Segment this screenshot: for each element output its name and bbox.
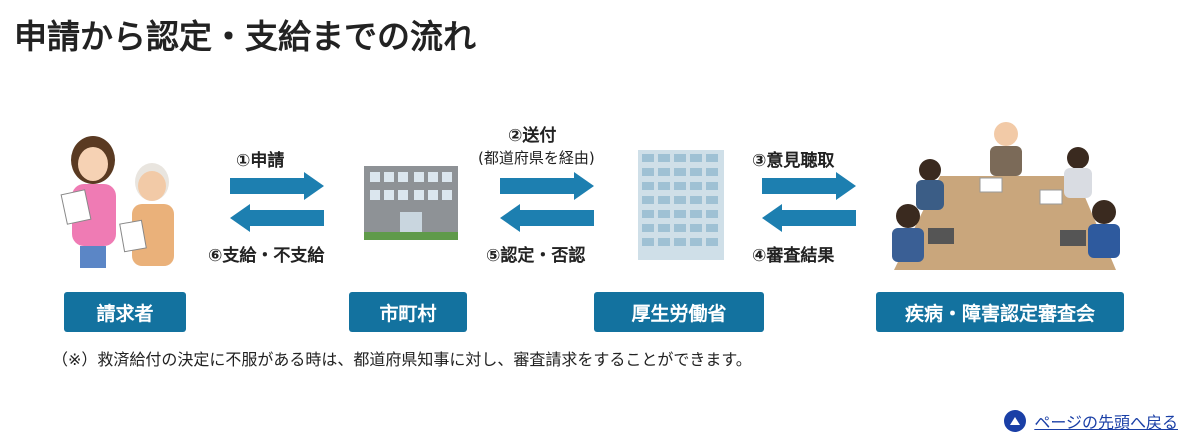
committee-meeting-illustration [880, 118, 1132, 276]
triangle-up-icon [1004, 410, 1027, 432]
step-send-via: (都道府県を経由) [478, 149, 595, 167]
arrow-left-certification [500, 204, 594, 232]
label-ministry: 厚生労働省 [594, 292, 764, 332]
label-applicant: 請求者 [64, 292, 186, 332]
arrow-left-payment [230, 204, 324, 232]
back-to-top-link[interactable]: ページの先頭へ戻る [1004, 409, 1178, 433]
arrow-right-hearing [762, 172, 856, 200]
label-municipality: 市町村 [349, 292, 467, 332]
arrow-left-result [762, 204, 856, 232]
step-payment: ⑥支給・不支給 [208, 246, 325, 266]
footnote: （※）救済給付の決定に不服がある時は、都道府県知事に対し、審査請求をすることがで… [52, 350, 752, 369]
ministry-building-illustration [638, 150, 724, 260]
municipal-building-illustration [362, 164, 460, 242]
step-certification: ⑤認定・否認 [486, 246, 586, 266]
step-send: ②送付 [508, 126, 557, 146]
arrow-right-send [500, 172, 594, 200]
step-result: ④審査結果 [752, 246, 835, 266]
applicants-illustration [58, 122, 186, 272]
step-hearing: ③意見聴取 [752, 151, 835, 171]
step-application: ①申請 [236, 151, 285, 171]
back-to-top-label[interactable]: ページの先頭へ戻る [1034, 413, 1178, 432]
page-title: 申請から認定・支給までの流れ [14, 17, 476, 56]
label-committee: 疾病・障害認定審査会 [876, 292, 1124, 332]
arrow-right-application [230, 172, 324, 200]
